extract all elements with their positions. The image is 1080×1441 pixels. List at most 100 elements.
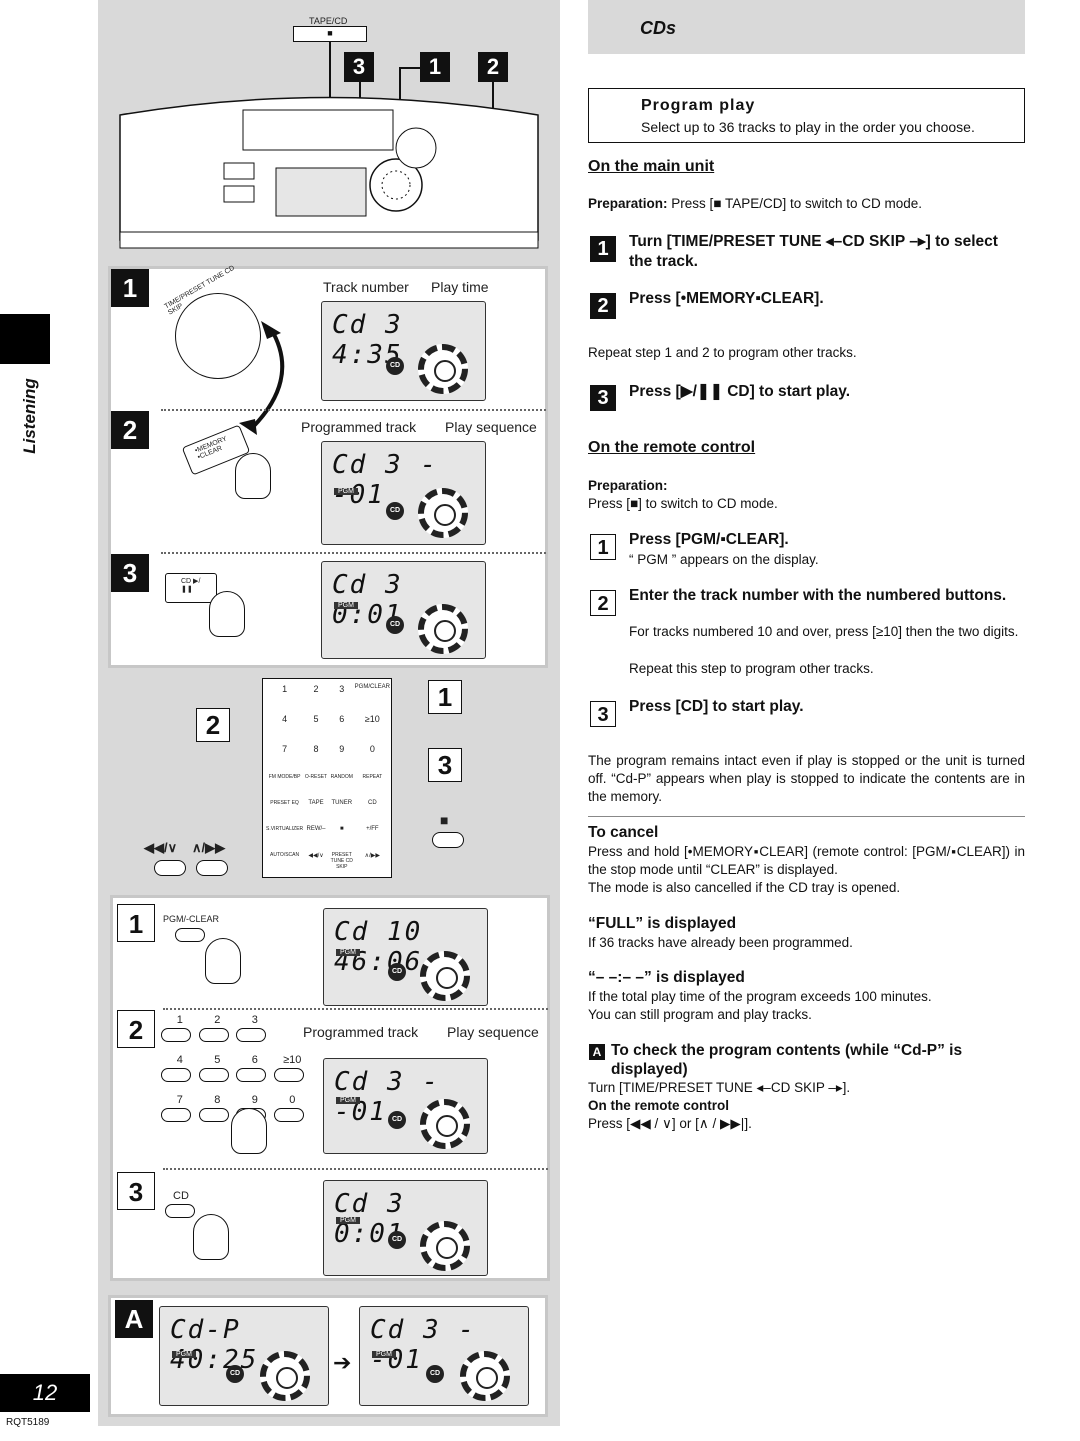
- lcd-display-6: Cd 3 0:01 PGM CD: [323, 1180, 488, 1276]
- stop-key: [432, 832, 464, 848]
- skip-back-key: [154, 860, 186, 876]
- check-remote-text: Press [◀◀ / ∨] or [∧ / ▶▶|].: [588, 1116, 752, 1131]
- disc-indicator-icon: [418, 604, 468, 654]
- key-8: [198, 1108, 229, 1122]
- divider-2: [161, 552, 546, 554]
- tape-cd-label: TAPE/CD: [309, 16, 348, 26]
- cd-key-label: CD: [173, 1190, 189, 1202]
- remote-callout-3: 3: [428, 748, 462, 782]
- play-pause-cd-button: [165, 573, 217, 603]
- disc-indicator-icon: [418, 488, 468, 538]
- number-keypad: 1 2 3 4 5 6 ≥10 7 8 9 0: [161, 1014, 311, 1122]
- dashes-text: If the total play time of the program ex…: [588, 989, 932, 1004]
- remote-step-2-note: For tracks numbered 10 and over, press […: [629, 624, 1019, 639]
- cd-indicator: CD: [226, 1365, 244, 1383]
- divider-cancel: [588, 816, 1025, 817]
- lcd-display-2: Cd 3 --01 PGM CD: [321, 441, 486, 545]
- key-1: [161, 1028, 191, 1042]
- main-step-3-text: Press [▶/❚❚ CD] to start play.: [629, 383, 851, 400]
- cd-indicator: CD: [426, 1365, 444, 1383]
- panel1-step-2: 2: [111, 411, 149, 449]
- remote-preparation-text: Press [■] to switch to CD mode.: [588, 496, 778, 511]
- cd-play-label: CD ▶/❚❚: [181, 578, 201, 593]
- remote-body: [262, 678, 392, 878]
- cap-programmed-track: Programmed track: [301, 419, 417, 435]
- panel2-step-1: 1: [117, 904, 155, 942]
- remote-step-3-number: 3: [590, 701, 616, 727]
- key-2: [198, 1028, 229, 1042]
- lcd-display-1: Cd 3 4:35 CD: [321, 301, 486, 401]
- check-contents-panel: A Cd-P 40:25 PGM CD ➔ Cd 3 --01 PGM CD: [108, 1295, 548, 1417]
- full-title: “FULL” is displayed: [588, 915, 737, 932]
- lcd-display-4: Cd 10 46:06 PGM CD: [323, 908, 488, 1006]
- skip-forward-label: ∧/▶▶: [192, 840, 226, 855]
- cd-indicator: CD: [388, 1231, 406, 1249]
- stop-symbol: ■: [440, 812, 449, 828]
- panel2-step-2: 2: [117, 1010, 155, 1048]
- hand-pointer-icon: [193, 1214, 229, 1260]
- cap-play-sequence: Play sequence: [445, 419, 537, 435]
- cancel-title: To cancel: [588, 824, 659, 841]
- rotate-arrow-icon: [239, 321, 285, 435]
- pgm-indicator: PGM: [172, 1351, 196, 1358]
- illustration-column: ■ TAPE/CD 3 1 2 1 2 3 TIME/PRESET TUNE C…: [98, 0, 560, 1426]
- remote-heading: On the remote control: [588, 439, 756, 456]
- disc-indicator-icon: [420, 1099, 470, 1149]
- check-remote-label: On the remote control: [588, 1098, 730, 1113]
- pgm-indicator: PGM: [336, 1217, 360, 1224]
- key-3: [236, 1028, 266, 1042]
- remote-step-1-number: 1: [590, 534, 616, 560]
- panel1-step-3: 3: [111, 554, 149, 592]
- page-header: CDs: [588, 0, 1025, 54]
- panel2-step-3: 3: [117, 1172, 155, 1210]
- cap-play-sequence: Play sequence: [447, 1024, 539, 1040]
- hand-pointer-icon: [231, 1108, 267, 1154]
- remote-step-1-note: “ PGM ” appears on the display.: [629, 552, 819, 567]
- divider-3: [163, 1008, 548, 1010]
- key-0: [273, 1108, 304, 1122]
- remote-preparation-label: Preparation:: [588, 478, 668, 493]
- key-7: [161, 1108, 191, 1122]
- panel1-step-1: 1: [111, 269, 149, 307]
- remote-step-3-text: Press [CD] to start play.: [629, 698, 804, 715]
- cap-track-number: Track number: [323, 279, 409, 295]
- program-intact-note: The program remains intact even if play …: [588, 753, 1025, 804]
- disc-indicator-icon: [420, 1221, 470, 1271]
- key-10plus: [273, 1068, 304, 1082]
- cd-indicator: CD: [388, 963, 406, 981]
- pgm-indicator: PGM: [372, 1351, 396, 1358]
- main-unit-steps-panel: 1 2 3 TIME/PRESET TUNE CD SKIP Track num…: [108, 265, 548, 668]
- hand-pointer-icon: [205, 938, 241, 984]
- cd-indicator: CD: [386, 502, 404, 520]
- remote-keypad: 1 2 3 PGM/CLEAR 4 5 6 ≥10 7 8 9 0 FM MOD…: [266, 684, 390, 870]
- lcd-display-a1: Cd-P 40:25 PGM CD: [159, 1306, 329, 1406]
- lcd-display-3: Cd 3 0:01 PGM CD: [321, 561, 486, 659]
- main-step-1-text: Turn [TIME/PRESET TUNE ◂–CD SKIP –▸] to …: [629, 233, 998, 270]
- top-step-2: 2: [478, 52, 508, 82]
- key-4: [161, 1068, 191, 1082]
- cap-play-time: Play time: [431, 279, 489, 295]
- program-play-title: Program play: [641, 97, 756, 114]
- main-step-2-text: Press [•MEMORY▪CLEAR].: [629, 290, 824, 307]
- disc-indicator-icon: [460, 1351, 510, 1401]
- tape-cd-button: ■: [293, 26, 367, 42]
- main-step-2-number: 2: [590, 293, 616, 319]
- dashes-text2: You can still program and play tracks.: [588, 1007, 812, 1022]
- main-step-1-number: 1: [590, 236, 616, 262]
- pgm-indicator: PGM: [336, 949, 360, 956]
- cancel-text2: The mode is also cancelled if the CD tra…: [588, 880, 901, 895]
- main-unit-preparation: Preparation: Press [■ TAPE/CD] to switch…: [588, 196, 923, 211]
- time-preset-tune-dial: [175, 293, 261, 379]
- key-5: [198, 1068, 229, 1082]
- cd-indicator: CD: [388, 1111, 406, 1129]
- pgm-indicator: PGM: [334, 488, 358, 495]
- disc-indicator-icon: [420, 951, 470, 1001]
- page-title: CDs: [640, 18, 677, 38]
- remote-step-2-note2: Repeat this step to program other tracks…: [629, 661, 874, 676]
- key-6: [236, 1068, 266, 1082]
- hand-pointer-icon: [209, 591, 245, 637]
- remote-control-illustration: 1 2 3 PGM/CLEAR 4 5 6 ≥10 7 8 9 0 FM MOD…: [98, 672, 560, 894]
- main-step-3-number: 3: [590, 385, 616, 411]
- divider-1: [161, 409, 546, 411]
- pgm-clear-key: [175, 928, 205, 942]
